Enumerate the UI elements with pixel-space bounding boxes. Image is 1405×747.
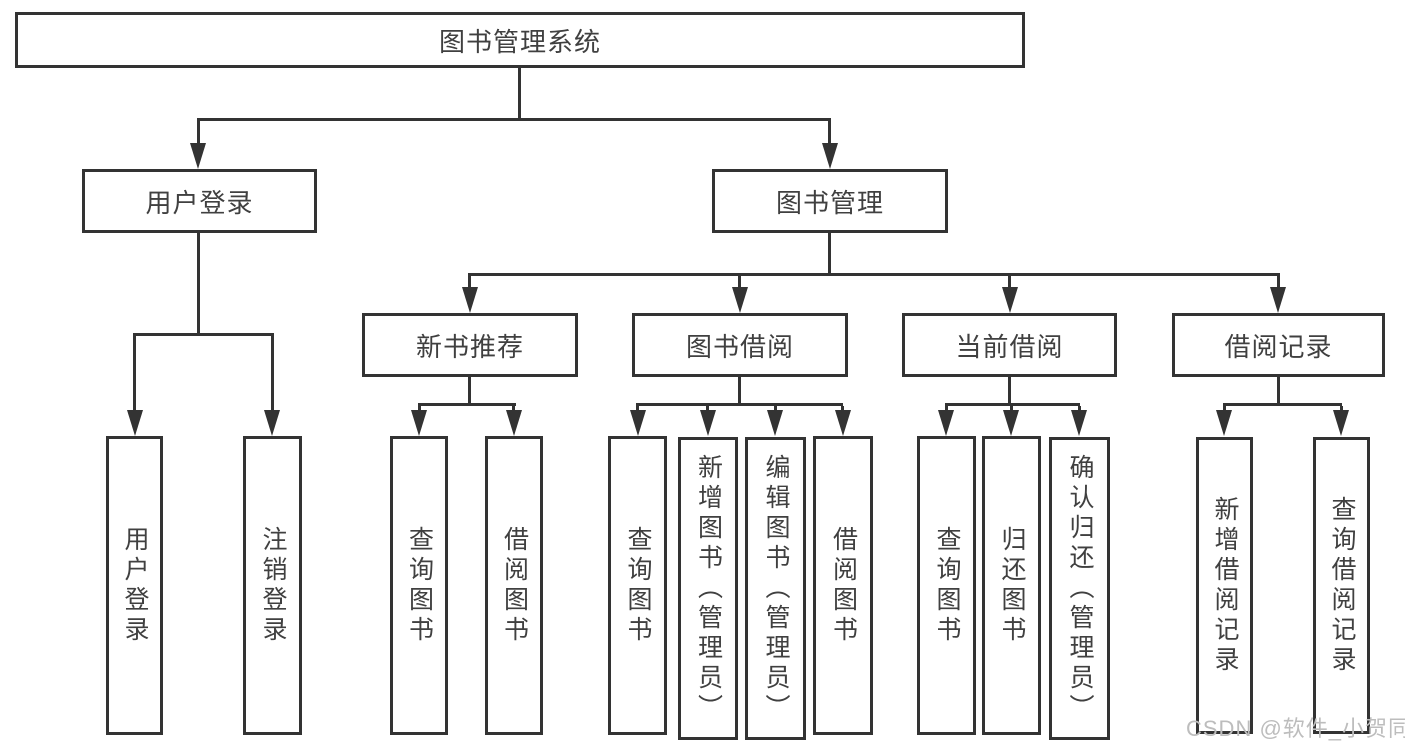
leaf-bb-edit-books-admin-label: 编辑图书（管理员） (762, 453, 790, 724)
connector-drop-nb-query (418, 406, 421, 412)
connector-book-borrowing-rail (636, 403, 843, 406)
node-user-login-label: 用户登录 (145, 187, 254, 218)
arrowhead-nb-query (411, 410, 427, 436)
node-book-management-label: 图书管理 (775, 187, 884, 218)
node-book-borrowing-label: 图书借阅 (685, 331, 794, 362)
leaf-bb-add-books-admin-label: 新增图书（管理员） (694, 453, 723, 724)
leaf-nb-query-books: 查询图书 (390, 436, 448, 735)
node-current-borrowing: 当前借阅 (902, 313, 1117, 377)
connector-drop-bb-edit (774, 406, 777, 412)
arrowhead-borrowing-records (1270, 287, 1286, 313)
connector-borrowing-records-rail (1223, 403, 1342, 406)
arrowhead-bb-edit (767, 410, 783, 436)
leaf-br-query-record: 查询借阅记录 (1313, 437, 1370, 734)
leaf-bb-add-books-admin: 新增图书（管理员） (678, 437, 738, 740)
connector-current-borrowing-stem (1008, 377, 1011, 406)
connector-current-borrowing-rail (945, 403, 1080, 406)
connector-drop-book-management (828, 120, 831, 146)
connector-drop-bb-query (636, 406, 639, 412)
arrowhead-br-query (1333, 410, 1349, 436)
leaf-cb-return-books-label: 归还图书 (998, 525, 1026, 646)
leaf-logout-login: 注销登录 (243, 436, 302, 735)
connector-drop-br-query (1340, 406, 1343, 412)
node-root-system: 图书管理系统 (15, 12, 1025, 68)
connector-drop-login-leaf (133, 335, 136, 412)
leaf-br-add-record: 新增借阅记录 (1196, 437, 1253, 734)
connector-drop-borrowing-records (1277, 276, 1280, 288)
leaf-user-login-label: 用户登录 (121, 525, 149, 646)
node-borrowing-records-label: 借阅记录 (1224, 331, 1333, 362)
leaf-bb-query-books-label: 查询图书 (624, 525, 652, 646)
arrowhead-bb-query (630, 410, 646, 436)
connector-book-management-stem (828, 233, 831, 275)
arrowhead-cb-return (1003, 410, 1019, 436)
connector-drop-cb-confirm (1078, 406, 1081, 412)
connector-drop-logout-leaf (271, 335, 274, 412)
leaf-br-add-record-label: 新增借阅记录 (1211, 495, 1239, 676)
node-current-borrowing-label: 当前借阅 (955, 331, 1064, 362)
arrowhead-book-management (822, 143, 838, 169)
arrowhead-login-leaf (127, 410, 143, 436)
connector-root-stem (518, 68, 521, 120)
connector-drop-book-borrowing (738, 276, 741, 288)
connector-borrowing-records-stem (1277, 377, 1280, 406)
connector-book-borrowing-stem (738, 377, 741, 406)
connector-new-books-rail (418, 403, 516, 406)
leaf-bb-borrow-books: 借阅图书 (813, 436, 873, 735)
connector-user-login-rail (133, 333, 274, 336)
leaf-cb-confirm-return-admin: 确认归还（管理员） (1049, 437, 1110, 740)
connector-drop-new-books (468, 276, 471, 288)
leaf-br-query-record-label: 查询借阅记录 (1328, 495, 1356, 676)
node-borrowing-records: 借阅记录 (1172, 313, 1385, 377)
arrowhead-logout-leaf (264, 410, 280, 436)
arrowhead-bb-borrow (835, 410, 851, 436)
connector-book-management-rail (468, 273, 1280, 276)
arrowhead-cb-confirm (1071, 410, 1087, 436)
node-book-borrowing: 图书借阅 (632, 313, 848, 377)
node-root-label: 图书管理系统 (438, 26, 601, 57)
leaf-cb-return-books: 归还图书 (982, 436, 1041, 735)
arrowhead-new-books (462, 287, 478, 313)
node-user-login: 用户登录 (82, 169, 317, 233)
connector-user-login-stem (197, 233, 200, 336)
arrowhead-current-borrowing (1002, 287, 1018, 313)
connector-drop-current-borrowing (1008, 276, 1011, 288)
arrowhead-nb-borrow (506, 410, 522, 436)
connector-drop-user-login (197, 120, 200, 146)
connector-root-rail (197, 118, 831, 121)
connector-drop-cb-query (945, 406, 948, 412)
connector-drop-cb-return (1010, 406, 1013, 412)
arrowhead-user-login (190, 143, 206, 169)
leaf-cb-query-books-label: 查询图书 (933, 525, 961, 646)
arrowhead-cb-query (938, 410, 954, 436)
leaf-user-login: 用户登录 (106, 436, 163, 735)
connector-drop-bb-add (706, 406, 709, 412)
leaf-bb-borrow-books-label: 借阅图书 (829, 525, 858, 646)
connector-new-books-stem (468, 377, 471, 406)
leaf-logout-login-label: 注销登录 (259, 525, 287, 646)
leaf-bb-edit-books-admin: 编辑图书（管理员） (745, 437, 806, 740)
node-new-book-recommendation: 新书推荐 (362, 313, 578, 377)
node-book-management: 图书管理 (712, 169, 948, 233)
csdn-watermark: CSDN @软件_小贺同学 (1186, 716, 1405, 741)
arrowhead-book-borrowing (732, 287, 748, 313)
connector-drop-br-add (1223, 406, 1226, 412)
leaf-nb-borrow-books-label: 借阅图书 (500, 525, 529, 646)
leaf-nb-borrow-books: 借阅图书 (485, 436, 543, 735)
leaf-bb-query-books: 查询图书 (608, 436, 667, 735)
arrowhead-bb-add (700, 410, 716, 436)
leaf-cb-confirm-return-admin-label: 确认归还（管理员） (1066, 453, 1094, 724)
leaf-nb-query-books-label: 查询图书 (405, 525, 434, 646)
connector-drop-nb-borrow (512, 406, 515, 412)
leaf-cb-query-books: 查询图书 (917, 436, 976, 735)
node-new-book-recommendation-label: 新书推荐 (415, 331, 524, 362)
arrowhead-br-add (1216, 410, 1232, 436)
connector-drop-bb-borrow (841, 406, 844, 412)
